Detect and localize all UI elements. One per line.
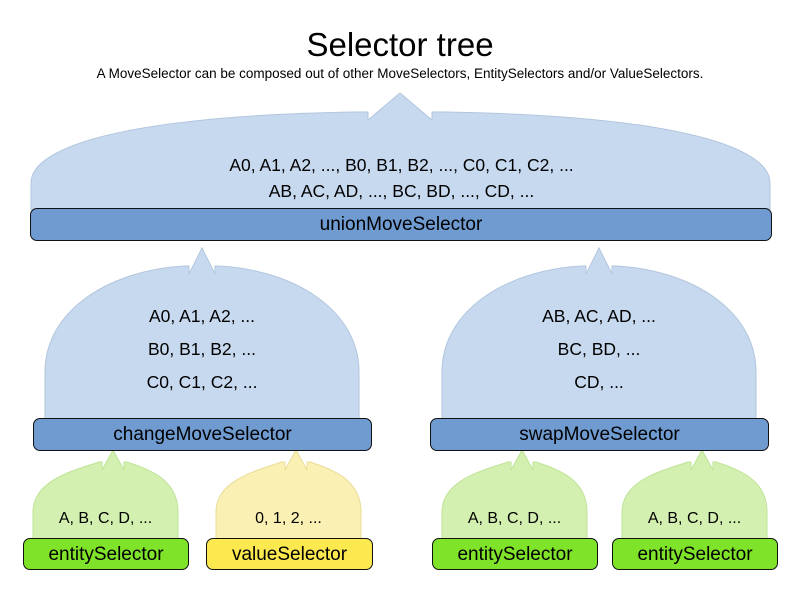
leaf1-dome-shape (32, 448, 179, 541)
leaf3-dome-shape (441, 448, 588, 541)
change-move-selector-label: changeMoveSelector (113, 424, 292, 445)
leaf2-dome-shape (215, 448, 362, 541)
node-union-move-selector[interactable]: unionMoveSelector (30, 208, 772, 241)
value-selector-1-label: valueSelector (231, 543, 348, 565)
union-dome-shape (30, 92, 771, 211)
entity-selector-3-label: entitySelector (637, 543, 753, 565)
leaf4-dome-shape (621, 448, 768, 541)
node-change-move-selector[interactable]: changeMoveSelector (33, 418, 372, 451)
page-title: Selector tree (306, 26, 494, 63)
node-swap-move-selector[interactable]: swapMoveSelector (430, 418, 769, 451)
node-entity-selector-1[interactable]: entitySelector (23, 538, 189, 570)
node-entity-selector-3[interactable]: entitySelector (612, 538, 778, 570)
swap-dome-shape (441, 246, 757, 421)
entity-selector-1-label: entitySelector (48, 543, 164, 565)
page-subtitle: A MoveSelector can be composed out of ot… (96, 66, 704, 81)
node-value-selector-1[interactable]: valueSelector (206, 538, 373, 570)
swap-move-selector-label: swapMoveSelector (519, 424, 680, 445)
union-move-selector-label: unionMoveSelector (319, 214, 483, 235)
entity-selector-2-label: entitySelector (457, 543, 573, 565)
change-dome-shape (44, 246, 360, 421)
node-entity-selector-2[interactable]: entitySelector (432, 538, 598, 570)
